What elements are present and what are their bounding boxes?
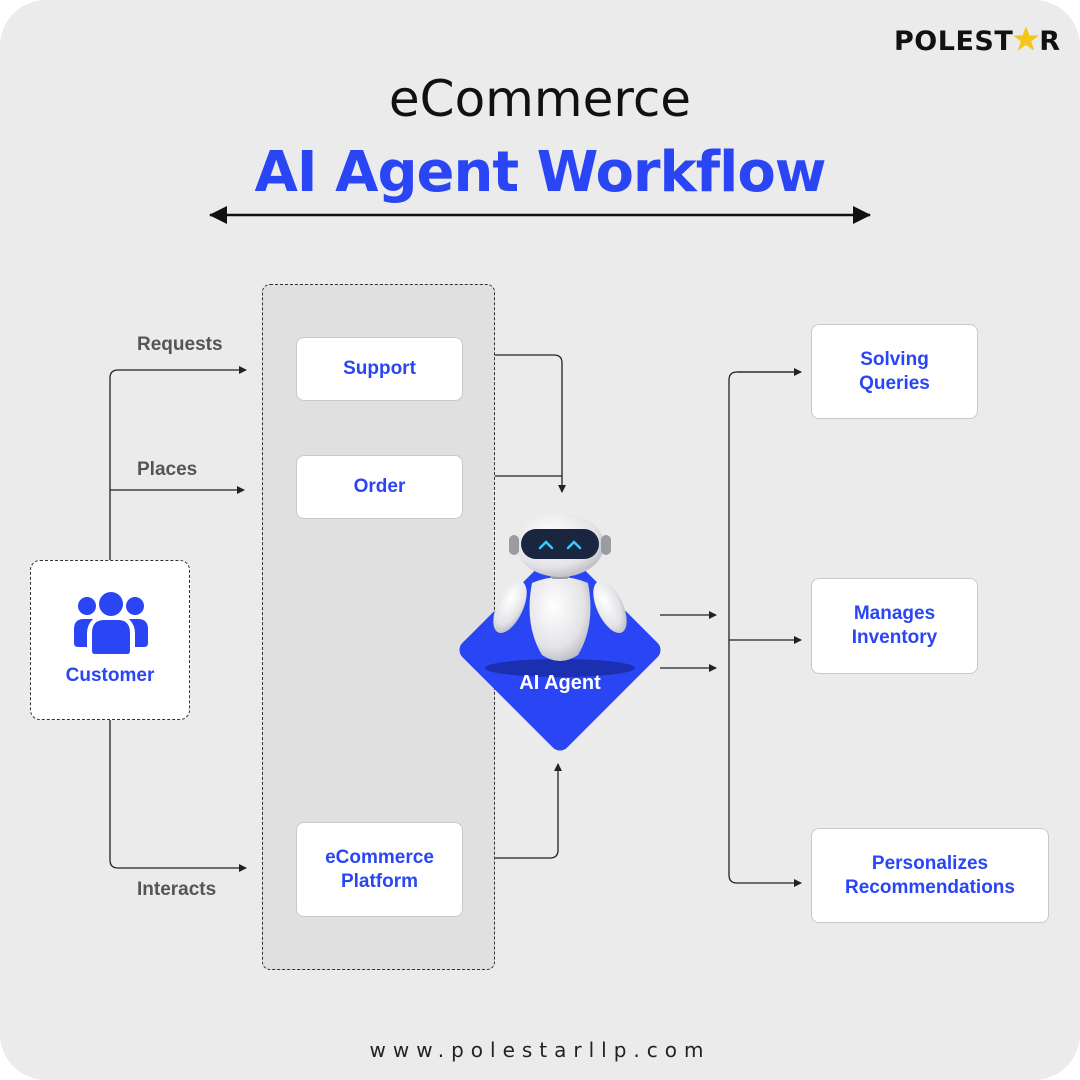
- solving-queries-node: Solving Queries: [811, 324, 978, 419]
- solving-queries-line-2: Queries: [859, 372, 930, 394]
- brand-logo: POLEST R: [894, 25, 1061, 57]
- support-label: Support: [343, 358, 416, 379]
- robot-icon: [493, 513, 627, 661]
- interacts-label: Interacts: [137, 879, 217, 900]
- platform-label-line-1: eCommerce: [325, 846, 434, 868]
- personalizes-recommendations-line-1: Personalizes: [871, 852, 989, 874]
- platform-label-line-2: Platform: [340, 870, 419, 892]
- ai-agent-label: AI Agent: [519, 672, 601, 694]
- support-to-agent-connector: [486, 354, 566, 493]
- manages-inventory-node: Manages Inventory: [811, 578, 978, 674]
- title-line-1: eCommerce: [388, 70, 692, 128]
- personalizes-recommendations-line-2: Recommendations: [845, 876, 1015, 898]
- logo-text-right: R: [1039, 26, 1061, 57]
- manages-inventory-line-2: Inventory: [851, 627, 938, 648]
- customer-label: Customer: [65, 665, 155, 686]
- star-icon: [1013, 25, 1040, 51]
- order-node: Order: [296, 455, 463, 519]
- solving-queries-line-1: Solving: [860, 348, 929, 370]
- support-node: Support: [296, 337, 463, 401]
- interacts-connector: [109, 720, 247, 872]
- logo-text-left: POLEST: [894, 26, 1014, 57]
- requests-connector: [109, 366, 247, 560]
- footer-url: www.polestarllp.com: [369, 1038, 711, 1062]
- customer-node: Customer: [30, 560, 190, 720]
- places-label: Places: [137, 459, 198, 480]
- users-group-icon: [74, 592, 148, 654]
- ecommerce-platform-node: eCommerce Platform: [296, 822, 463, 917]
- order-label: Order: [353, 476, 406, 497]
- platform-to-agent-connector: [480, 763, 562, 859]
- manages-inventory-line-1: Manages: [853, 603, 936, 624]
- requests-label: Requests: [137, 334, 223, 355]
- personalizes-recommendations-node: Personalizes Recommendations: [811, 828, 1049, 923]
- outcome-bracket: [728, 371, 802, 887]
- title-line-2: AI Agent Workflow: [254, 140, 826, 205]
